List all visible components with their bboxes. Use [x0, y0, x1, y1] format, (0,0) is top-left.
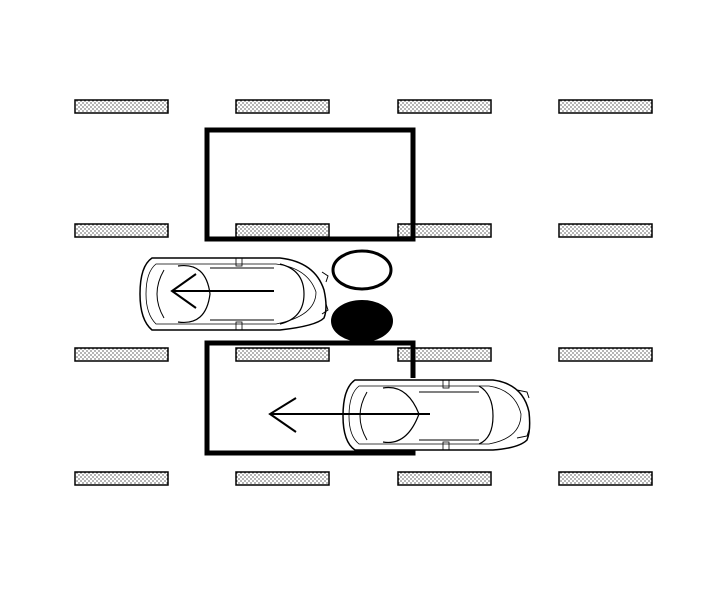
- lane-marking: [558, 347, 653, 362]
- lane-marking: [235, 347, 330, 362]
- lane-marking: [235, 471, 330, 486]
- upper-car-arrow: [170, 273, 274, 309]
- lane-marking: [558, 471, 653, 486]
- lane-marking: [235, 223, 330, 238]
- lane-markings: [74, 99, 653, 486]
- upper-car: [139, 257, 329, 331]
- lane-marking: [397, 223, 492, 238]
- lower-car-arrow: [268, 397, 430, 433]
- open-circle-indicator: [331, 249, 393, 291]
- lane-marking: [74, 471, 169, 486]
- lower-parking-box: [204, 340, 416, 456]
- lane-marking: [397, 471, 492, 486]
- upper-parking-box: [204, 127, 416, 242]
- lane-marking: [397, 347, 492, 362]
- lane-marking: [74, 223, 169, 238]
- lane-marking: [74, 99, 169, 114]
- lane-marking: [558, 99, 653, 114]
- lane-marking: [397, 99, 492, 114]
- lane-marking: [558, 223, 653, 238]
- lane-marking: [74, 347, 169, 362]
- filled-circle-indicator: [331, 300, 393, 342]
- lane-marking: [235, 99, 330, 114]
